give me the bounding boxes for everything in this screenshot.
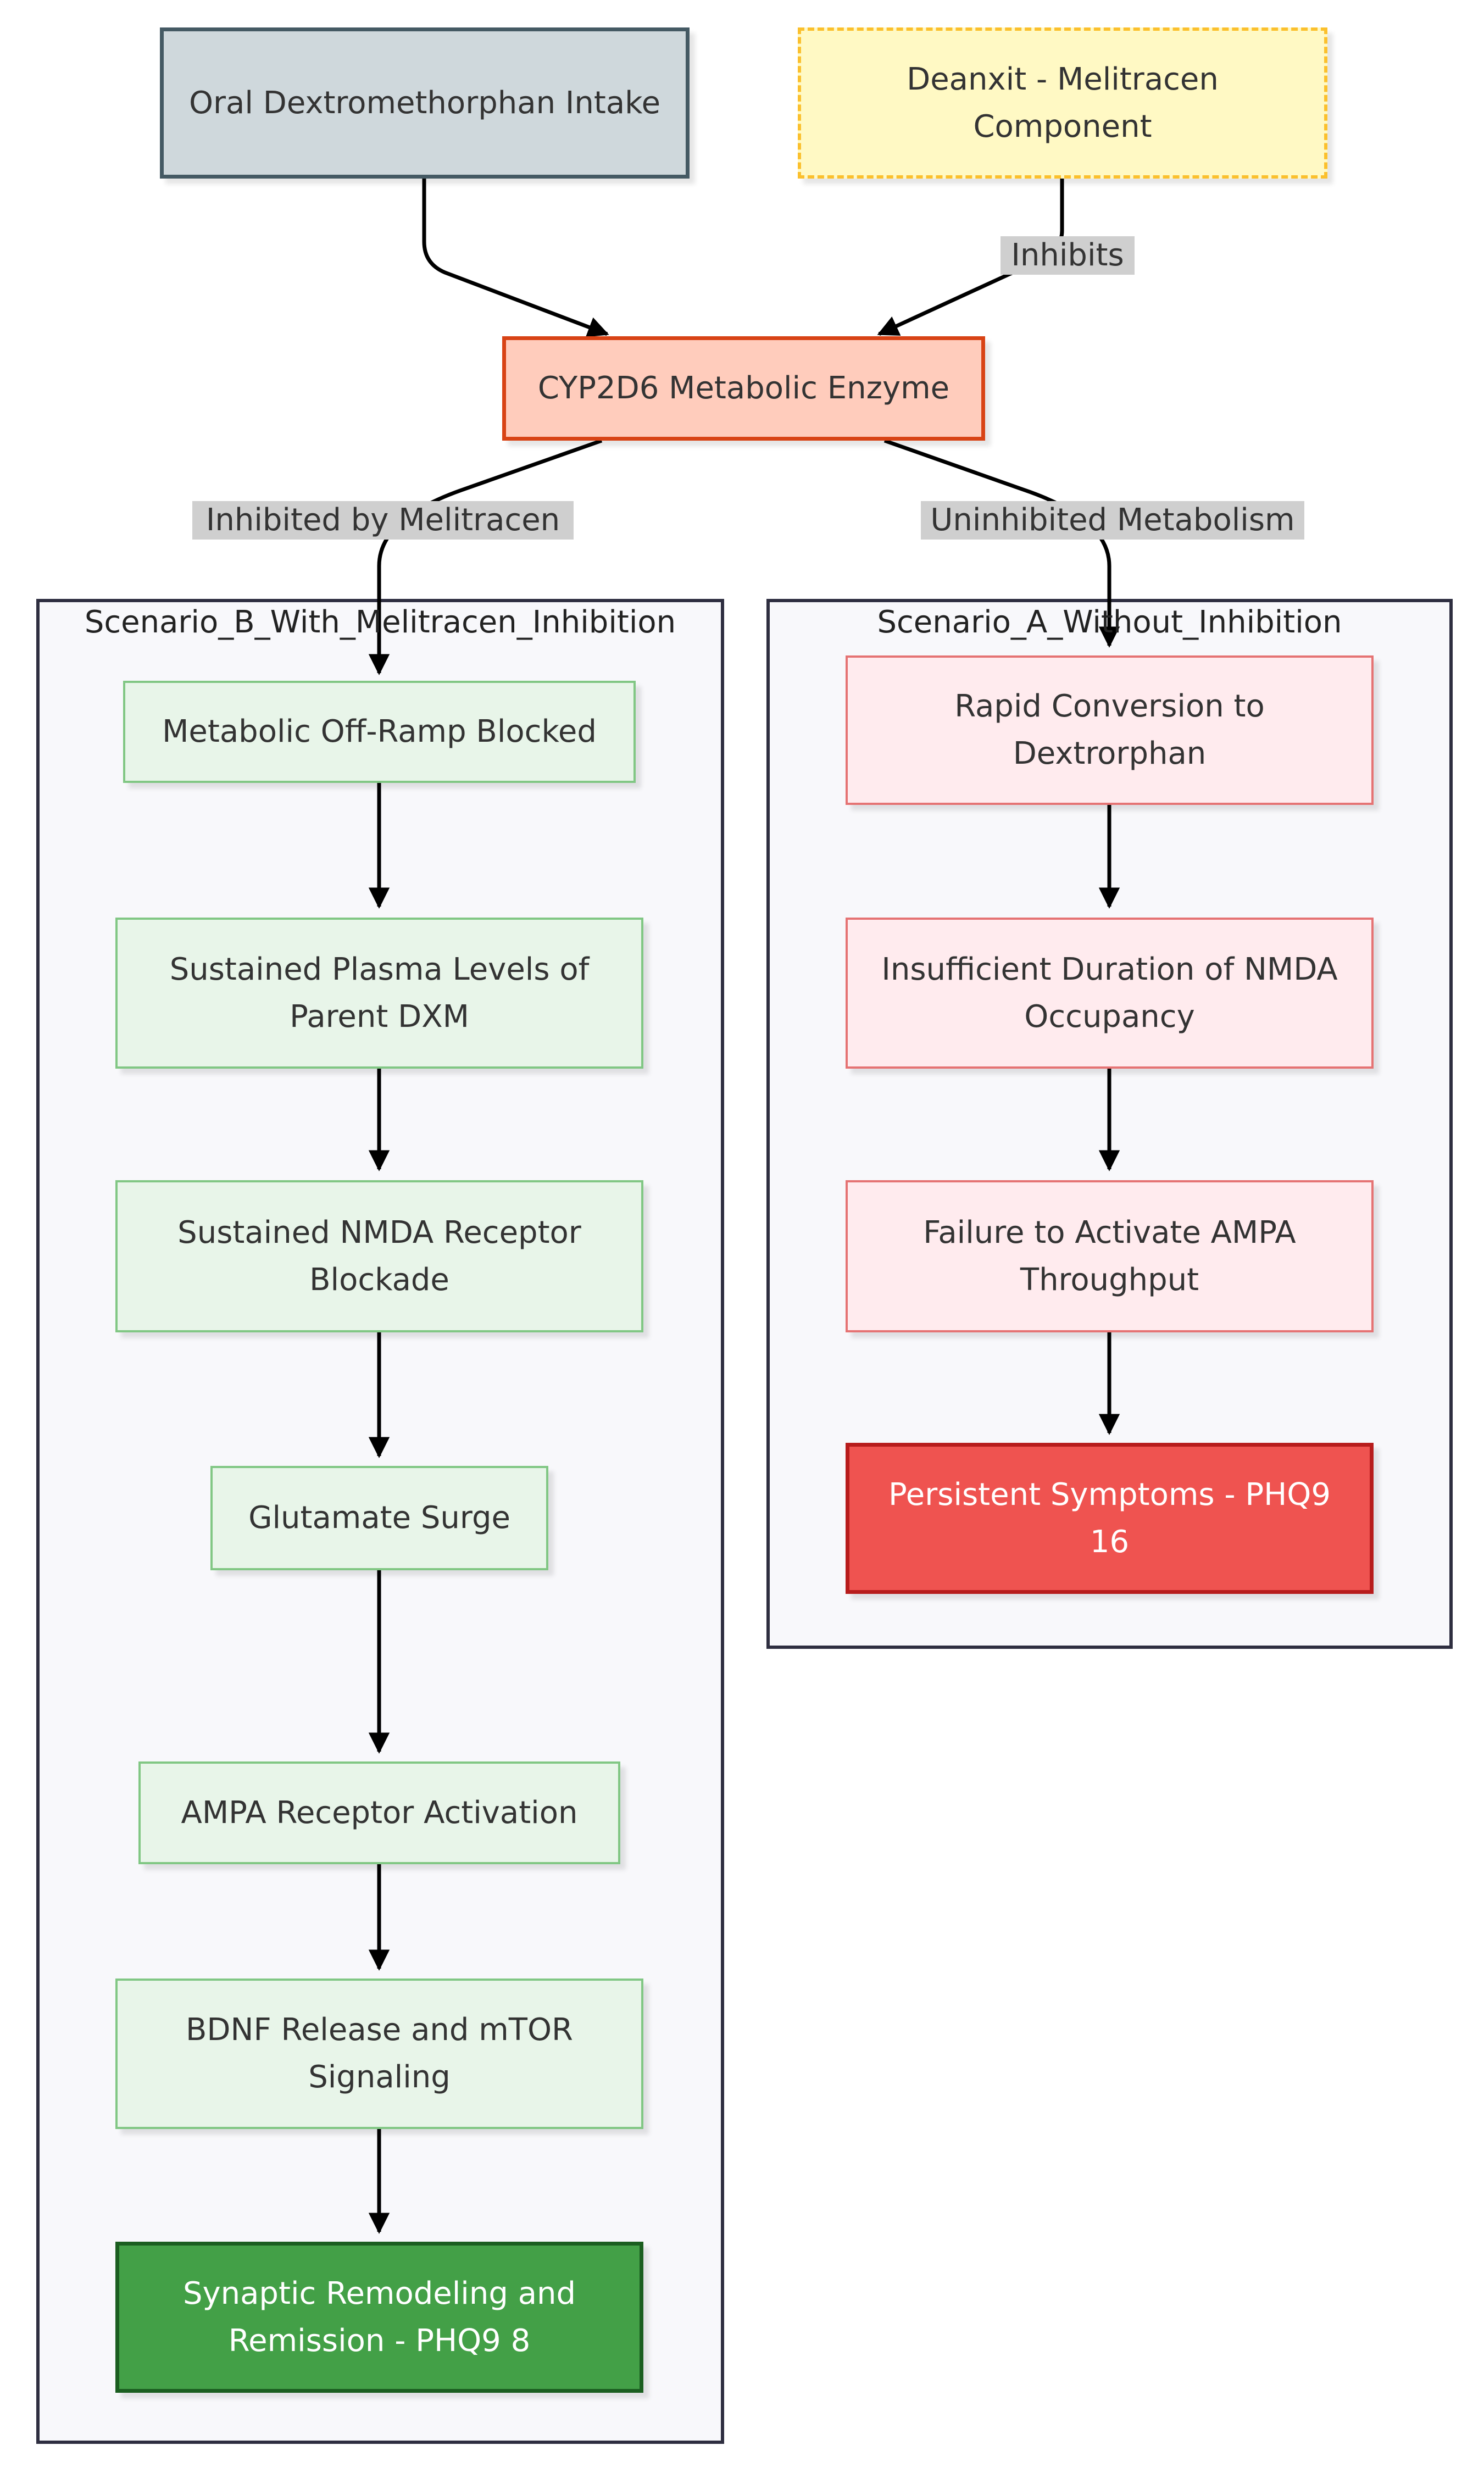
node-sustained-plasma-levels: Sustained Plasma Levels of Parent DXM — [115, 918, 643, 1069]
node-ampa-receptor-activation: AMPA Receptor Activation — [138, 1761, 620, 1864]
edge-label-uninhibited-metabolism: Uninhibited Metabolism — [921, 501, 1304, 540]
node-rapid-conversion-dextrorphan: Rapid Conversion to Dextrorphan — [846, 655, 1374, 805]
edge-oral-to-cyp2d6 — [422, 179, 609, 337]
node-bdnf-release-mtor-signaling: BDNF Release and mTOR Signaling — [115, 1979, 643, 2129]
node-persistent-symptoms: Persistent Symptoms - PHQ9 16 — [846, 1443, 1374, 1594]
cluster-title-scenario-a: Scenario_A_Without_Inhibition — [877, 604, 1342, 640]
node-sustained-nmda-receptor-blockade: Sustained NMDA Receptor Blockade — [115, 1180, 643, 1332]
node-oral-dextromethorphan-intake: Oral Dextromethorphan Intake — [160, 27, 690, 179]
node-deanxit-melitracen-component: Deanxit - Melitracen Component — [798, 27, 1327, 179]
node-glutamate-surge: Glutamate Surge — [210, 1466, 548, 1570]
edge-label-inhibits: Inhibits — [1001, 236, 1135, 275]
node-cyp2d6-metabolic-enzyme: CYP2D6 Metabolic Enzyme — [502, 336, 985, 441]
node-insufficient-duration-nmda: Insufficient Duration of NMDA Occupancy — [846, 918, 1374, 1069]
edge-label-inhibited-by-melitracen: Inhibited by Melitracen — [192, 501, 574, 540]
cluster-title-scenario-b: Scenario_B_With_Melitracen_Inhibition — [84, 604, 676, 640]
node-synaptic-remodeling-remission: Synaptic Remodeling and Remission - PHQ9… — [115, 2242, 643, 2393]
node-failure-activate-ampa: Failure to Activate AMPA Throughput — [846, 1180, 1374, 1332]
node-metabolic-off-ramp-blocked: Metabolic Off-Ramp Blocked — [123, 681, 636, 783]
